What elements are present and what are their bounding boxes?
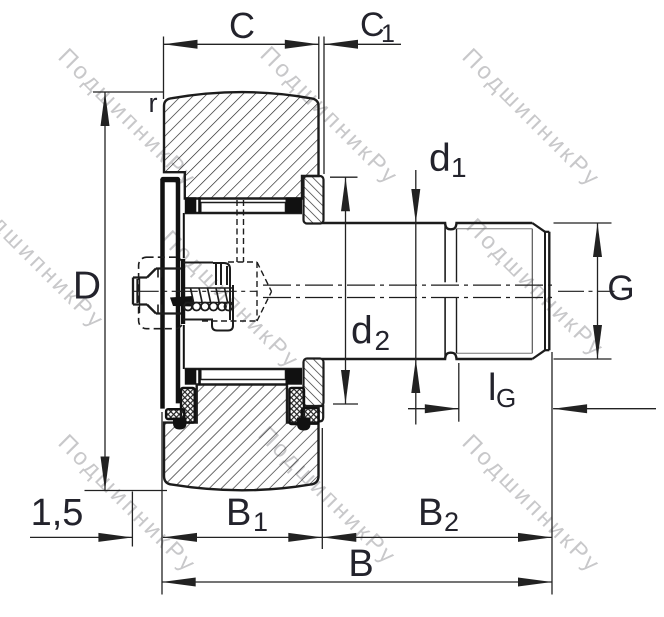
hex-socket-cone-lower — [256, 291, 273, 322]
label-d1-base: d — [429, 137, 451, 180]
washer-bottom-right — [302, 357, 325, 408]
label-lg-base: l — [488, 367, 496, 409]
dimension-arrowhead — [593, 325, 602, 359]
label-c1-base: C — [360, 6, 385, 44]
drawing-path — [211, 285, 234, 332]
end-plate-top-cap — [160, 176, 181, 183]
watermark-text: ПодшипникРу — [457, 429, 606, 578]
label-d1-sub: 1 — [451, 152, 467, 183]
hex-socket-cone-upper — [256, 261, 273, 292]
label-lg-sub: G — [496, 383, 516, 413]
spring-coil — [208, 301, 219, 312]
dimension-arrowhead — [284, 39, 319, 49]
spring-coil — [200, 301, 210, 312]
label-b1-base: B — [226, 492, 251, 534]
dimension-arrowhead — [161, 577, 196, 587]
label-r: r — [149, 88, 158, 118]
label-b1-sub: 1 — [253, 507, 268, 537]
drawing-path — [213, 262, 231, 320]
dimension-arrowhead — [100, 456, 110, 491]
label-g: G — [607, 269, 634, 308]
needle-roller-bottom — [200, 368, 287, 381]
center-lines — [132, 277, 615, 313]
plastic-washer-right-vertical — [288, 386, 306, 426]
label-d2-base: d — [351, 310, 373, 353]
nipple-body — [183, 261, 234, 332]
label-d2-sub: 2 — [375, 325, 391, 356]
outer-ring — [162, 90, 320, 492]
label-d-outer: D — [73, 265, 101, 308]
spring-coil — [223, 301, 234, 312]
dimension-arrowhead — [518, 577, 552, 587]
hidden-lines — [202, 200, 273, 322]
dimension-arrowhead — [163, 532, 197, 542]
dimensions — [30, 36, 656, 595]
label-c: C — [229, 5, 255, 46]
drawing-path — [156, 267, 183, 315]
seal-lip-hook-left — [173, 417, 187, 430]
dimension-arrowhead — [322, 532, 357, 542]
seals — [184, 197, 302, 385]
end-plate-left — [160, 176, 185, 409]
dimension-arrowhead — [163, 39, 198, 49]
spring-coil — [217, 301, 227, 312]
dimension-arrowhead — [553, 404, 588, 414]
outer-ring-top-section — [162, 90, 320, 200]
washer-top-right — [302, 174, 325, 225]
label-b2-base: B — [418, 492, 443, 534]
arrowheads — [98, 39, 602, 587]
outer-ring-bottom-section — [162, 383, 320, 492]
drawing-path — [189, 287, 229, 303]
dimension-arrowhead — [518, 532, 552, 542]
dimension-arrowhead — [288, 532, 323, 542]
dimension-arrowhead — [341, 177, 350, 212]
plastic-washers — [164, 386, 320, 431]
seal-bottom-left — [184, 369, 197, 385]
dimension-arrowhead — [341, 370, 350, 404]
watermark-text: ПодшипникРу — [461, 213, 610, 362]
drawing-path — [183, 261, 213, 321]
nipple-black-wedge — [170, 296, 193, 307]
drawing-path — [157, 268, 163, 314]
dimension-arrowhead — [411, 189, 421, 223]
seal-bottom-left-sliver — [198, 369, 201, 385]
label-c1-sub: 1 — [381, 20, 395, 48]
dimension-arrowhead — [324, 39, 358, 49]
seal-bottom-right — [285, 369, 302, 385]
dimension-arrowhead — [98, 532, 133, 542]
stud — [322, 221, 551, 361]
dimension-labels: C C 1 r D d 1 d 2 G l G 1,5 B 1 B 2 B — [31, 5, 635, 585]
dimension-arrowhead — [411, 359, 421, 393]
stud-washers — [302, 174, 325, 423]
dimension-arrowhead — [424, 404, 459, 414]
label-b2-sub: 2 — [444, 507, 459, 537]
thread-chamfer-top — [531, 222, 546, 233]
spring-coil — [191, 301, 202, 312]
watermark-text: ПодшипникРу — [0, 185, 110, 334]
dimension-arrowhead — [593, 223, 602, 257]
label-b: B — [348, 543, 373, 585]
nipple-spring-coils — [183, 301, 234, 312]
seal-top-left — [184, 197, 197, 213]
label-chamfer: 1,5 — [31, 492, 84, 534]
seal-lip-hook-right — [297, 417, 311, 431]
dimension-arrowhead — [100, 92, 110, 126]
seal-top-right — [285, 197, 302, 213]
seal-top-left-sliver — [198, 197, 201, 213]
watermark-text: ПодшипникРу — [457, 43, 606, 192]
thread-chamfer-bottom — [531, 349, 546, 360]
